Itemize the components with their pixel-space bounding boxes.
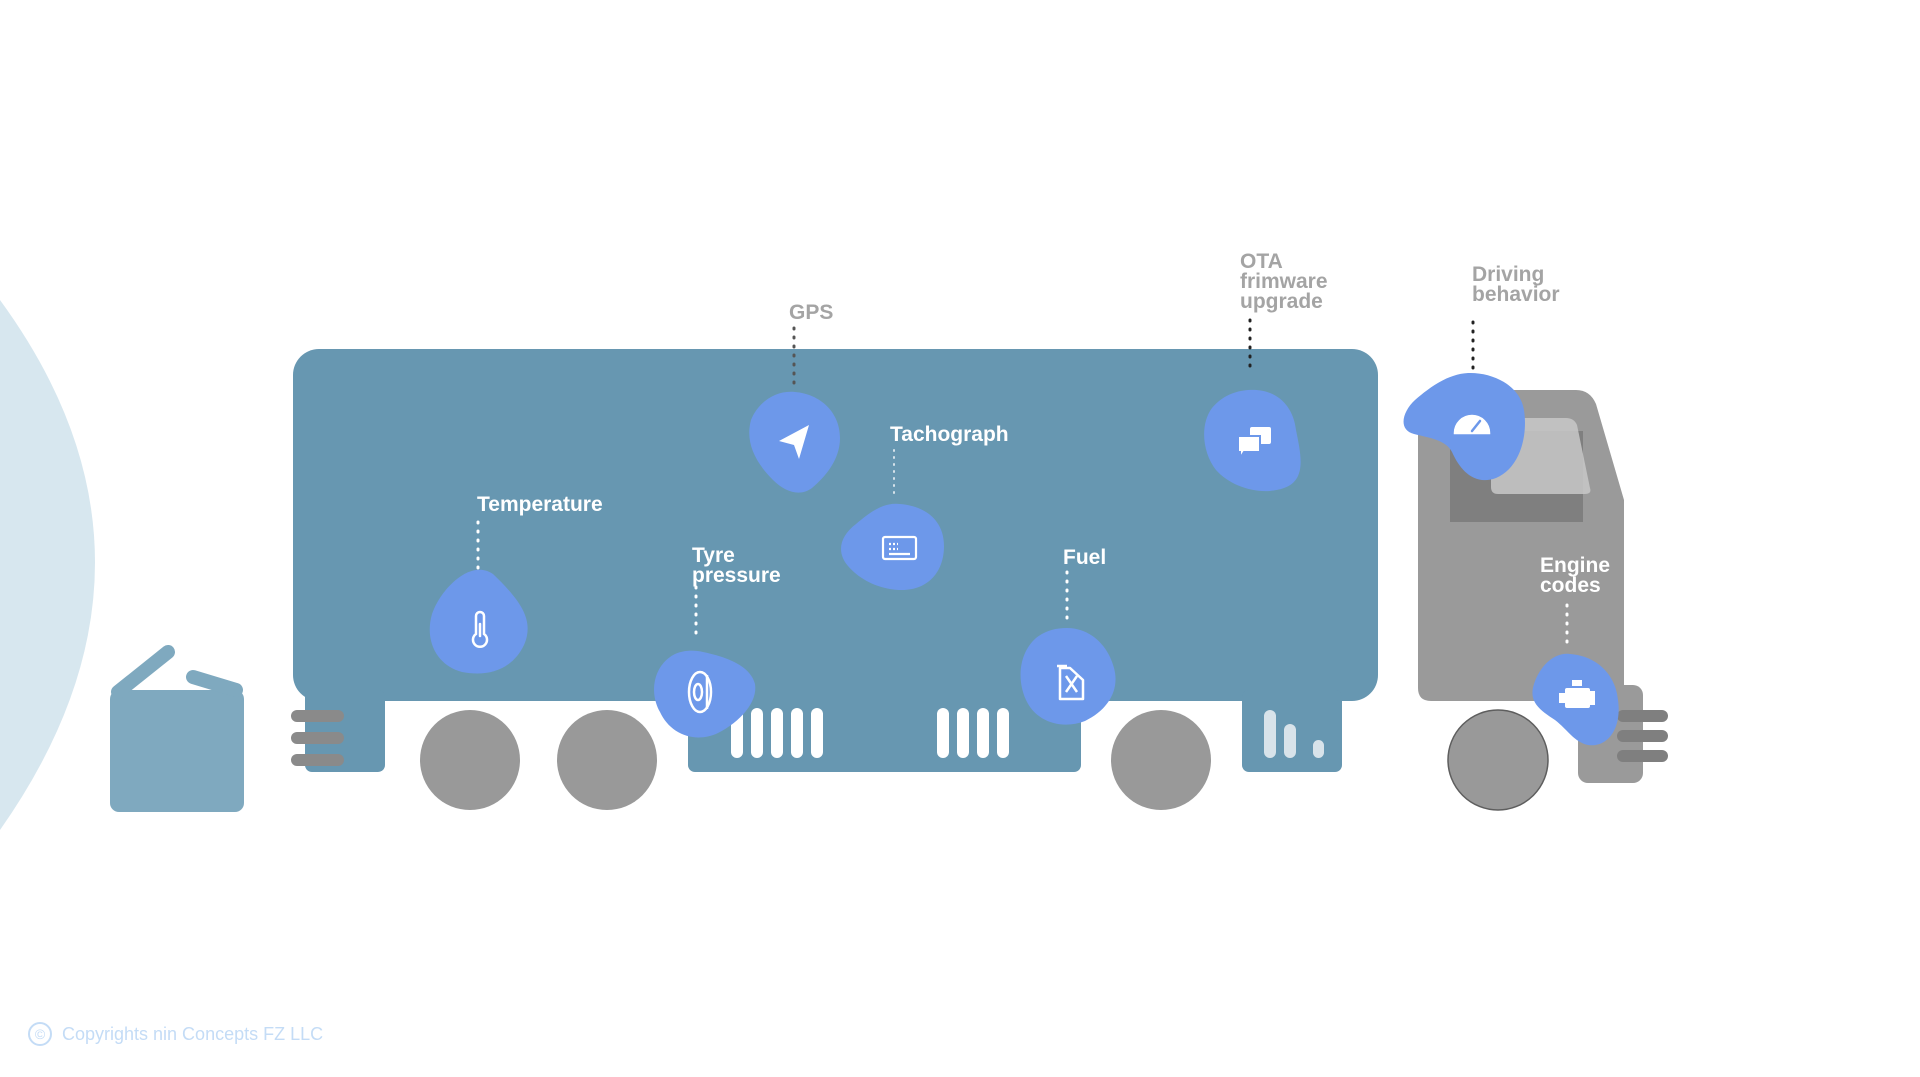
feature-engine	[1532, 653, 1619, 746]
feature-fuel	[1020, 628, 1116, 725]
label-ota-line3: upgrade	[1240, 290, 1323, 313]
label-gps: GPS	[789, 301, 833, 324]
label-tyre-line1: Tyre	[692, 544, 735, 567]
speedometer-icon	[1453, 414, 1491, 435]
feature-tyre	[654, 650, 756, 738]
blob-tyre	[654, 650, 756, 738]
label-engine-line1: Engine	[1540, 554, 1610, 577]
label-driving-line2: behavior	[1472, 283, 1560, 306]
blob-tachograph	[841, 503, 944, 590]
card-reader-icon	[881, 535, 918, 561]
feature-gps	[749, 391, 840, 493]
feature-labels: Temperature GPS Tyre pressure Tachograph…	[477, 250, 1616, 597]
feature-ota	[1204, 389, 1301, 492]
thermometer-icon	[471, 610, 489, 648]
label-ota: OTA frimware upgrade	[1240, 250, 1333, 313]
feature-temperature	[429, 569, 528, 674]
blob-temperature	[429, 569, 528, 674]
label-driving-line1: Driving	[1472, 263, 1544, 286]
label-driving-behavior: Driving behavior	[1472, 263, 1560, 306]
copyright-text: Copyrights nin Concepts FZ LLC	[62, 1023, 324, 1044]
label-fuel: Fuel	[1063, 546, 1106, 569]
background-arc	[0, 300, 95, 830]
leader-lines	[476, 318, 1569, 652]
rear-grill	[291, 710, 344, 766]
label-engine-line2: codes	[1540, 574, 1601, 597]
trailer-vents	[731, 708, 1009, 758]
front-grill	[1617, 710, 1668, 762]
label-fuel-line1: Fuel	[1063, 546, 1106, 569]
feature-driving	[1403, 372, 1525, 481]
chat-bubbles-icon	[1237, 427, 1271, 462]
level-bars	[1264, 710, 1324, 758]
label-gps-line1: GPS	[789, 301, 833, 324]
label-tachograph: Tachograph	[890, 423, 1009, 446]
label-engine-codes: Engine codes	[1540, 554, 1616, 597]
label-temperature: Temperature	[477, 493, 603, 516]
label-temperature-line1: Temperature	[477, 493, 603, 516]
navigation-arrow-icon	[779, 425, 809, 459]
feature-tachograph	[841, 503, 944, 590]
label-tachograph-line1: Tachograph	[890, 423, 1009, 446]
tyre-icon	[687, 670, 713, 714]
copyright-notice: © Copyrights nin Concepts FZ LLC	[28, 1022, 323, 1046]
fuel-can-icon	[1057, 664, 1085, 701]
label-tyre-line2: pressure	[692, 564, 781, 587]
copyright-icon: ©	[28, 1022, 52, 1046]
bin	[110, 645, 244, 812]
engine-icon	[1559, 680, 1595, 708]
label-ota-line1: OTA	[1240, 250, 1283, 273]
wheels	[420, 709, 1549, 811]
label-tyre-pressure: Tyre pressure	[692, 544, 781, 587]
label-ota-line2: frimware	[1240, 270, 1328, 293]
blob-fuel	[1020, 628, 1116, 725]
